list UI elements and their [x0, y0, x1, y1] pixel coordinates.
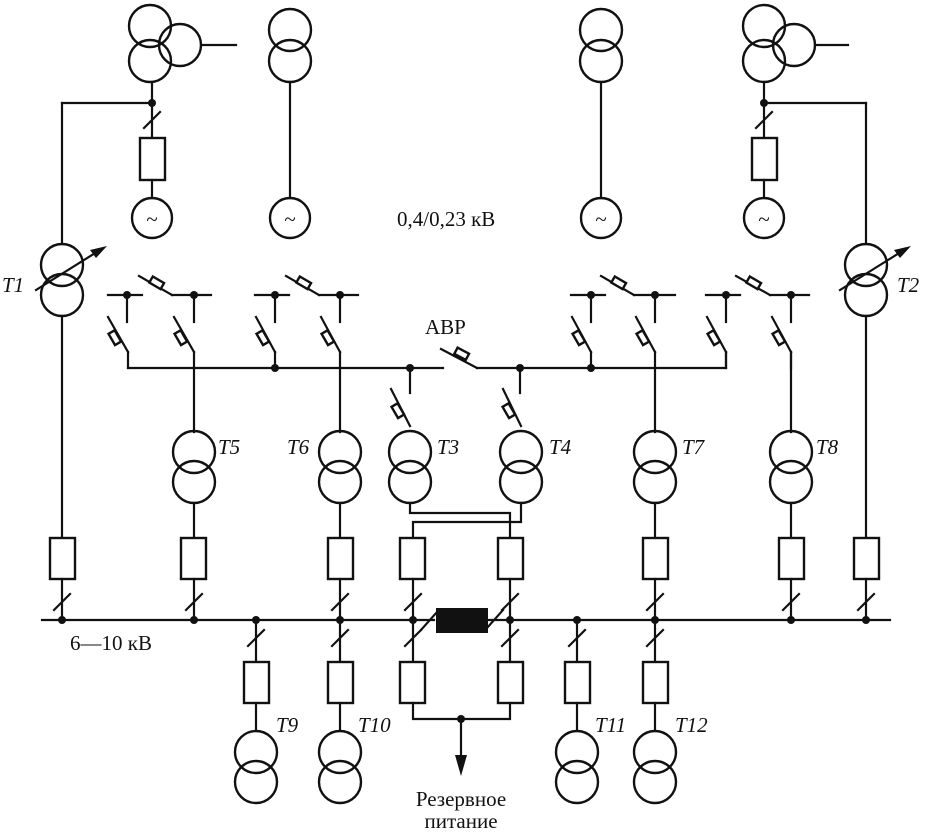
breaker-box-icon	[398, 660, 427, 705]
t3-label: T3	[437, 435, 459, 459]
breaker-box-icon	[563, 660, 592, 705]
t11-label: T11	[595, 713, 626, 737]
t2-label: T2	[897, 273, 920, 297]
t6-label: T6	[287, 435, 310, 459]
ats-switch-icon[interactable]	[439, 346, 479, 370]
generator-icon-1: ~	[130, 196, 174, 240]
breaker-box-icon	[326, 536, 355, 581]
breaker-box-icon	[398, 536, 427, 581]
two-winding-transformer-icon-t4	[498, 429, 544, 505]
t8-label: T8	[816, 435, 839, 459]
breaker-box-icon	[179, 536, 208, 581]
generator-icon-3: ~	[579, 196, 623, 240]
breaker-box-icon	[641, 536, 670, 581]
t4-label: T4	[549, 435, 572, 459]
hv-voltage-label: 6—10 кВ	[70, 631, 152, 655]
svg-text:~: ~	[146, 207, 157, 231]
t12-label: T12	[675, 713, 708, 737]
breaker-box-icon	[641, 660, 670, 705]
lv-voltage-label: 0,4/0,23 кВ	[397, 207, 495, 231]
reactor-icon	[419, 608, 505, 633]
two-winding-transformer-icon-t5	[171, 429, 217, 505]
breaker-box-icon	[48, 536, 77, 581]
three-winding-transformer-icon-left	[127, 3, 238, 84]
two-winding-transformer-icon-t10	[317, 729, 363, 805]
t1-label: T1	[2, 273, 24, 297]
two-winding-transformer-icon-t11	[554, 729, 600, 805]
breaker-box-icon	[496, 660, 525, 705]
disconnector-icon	[754, 110, 774, 130]
hv-upper-breakers	[48, 536, 881, 622]
reserve-label-line1: Резервное	[416, 787, 506, 811]
two-winding-transformer-icon-t3	[387, 429, 433, 505]
generator-icon-4: ~	[742, 196, 786, 240]
breaker-box-icon	[750, 136, 779, 182]
two-winding-transformer-icon-top-3	[578, 7, 624, 84]
svg-text:~: ~	[595, 207, 606, 231]
breaker-box-icon	[138, 136, 167, 182]
disconnector-icon	[142, 110, 162, 130]
t10-label: T10	[358, 713, 391, 737]
t5-label: T5	[218, 435, 240, 459]
breaker-box-icon	[777, 536, 806, 581]
two-winding-transformer-icon-t9	[233, 729, 279, 805]
two-winding-transformer-icon-t7	[632, 429, 678, 505]
breaker-box-icon	[326, 660, 355, 705]
ats-label: АВР	[425, 315, 466, 339]
breaker-box-icon	[852, 536, 881, 581]
svg-text:~: ~	[284, 207, 295, 231]
t9-label: T9	[276, 713, 299, 737]
breaker-box-icon	[242, 660, 271, 705]
t7-label: T7	[682, 435, 706, 459]
reserve-label-line2: питание	[424, 809, 497, 833]
two-winding-transformer-icon-top-2	[267, 7, 313, 84]
lv-switch-row	[106, 274, 811, 324]
reserve-arrow-icon	[455, 717, 467, 776]
t3-cross-line	[408, 501, 512, 540]
three-winding-transformer-icon-right	[741, 3, 850, 84]
regulating-transformer-icon-t1	[34, 242, 107, 318]
breaker-box-icon	[496, 536, 525, 581]
two-winding-transformer-icon-t12	[632, 729, 678, 805]
two-winding-transformer-icon-t6	[317, 429, 363, 505]
svg-text:~: ~	[758, 207, 769, 231]
generator-icon-2: ~	[268, 196, 312, 240]
two-winding-transformer-icon-t8	[768, 429, 814, 505]
t4-cross-line	[411, 501, 523, 540]
